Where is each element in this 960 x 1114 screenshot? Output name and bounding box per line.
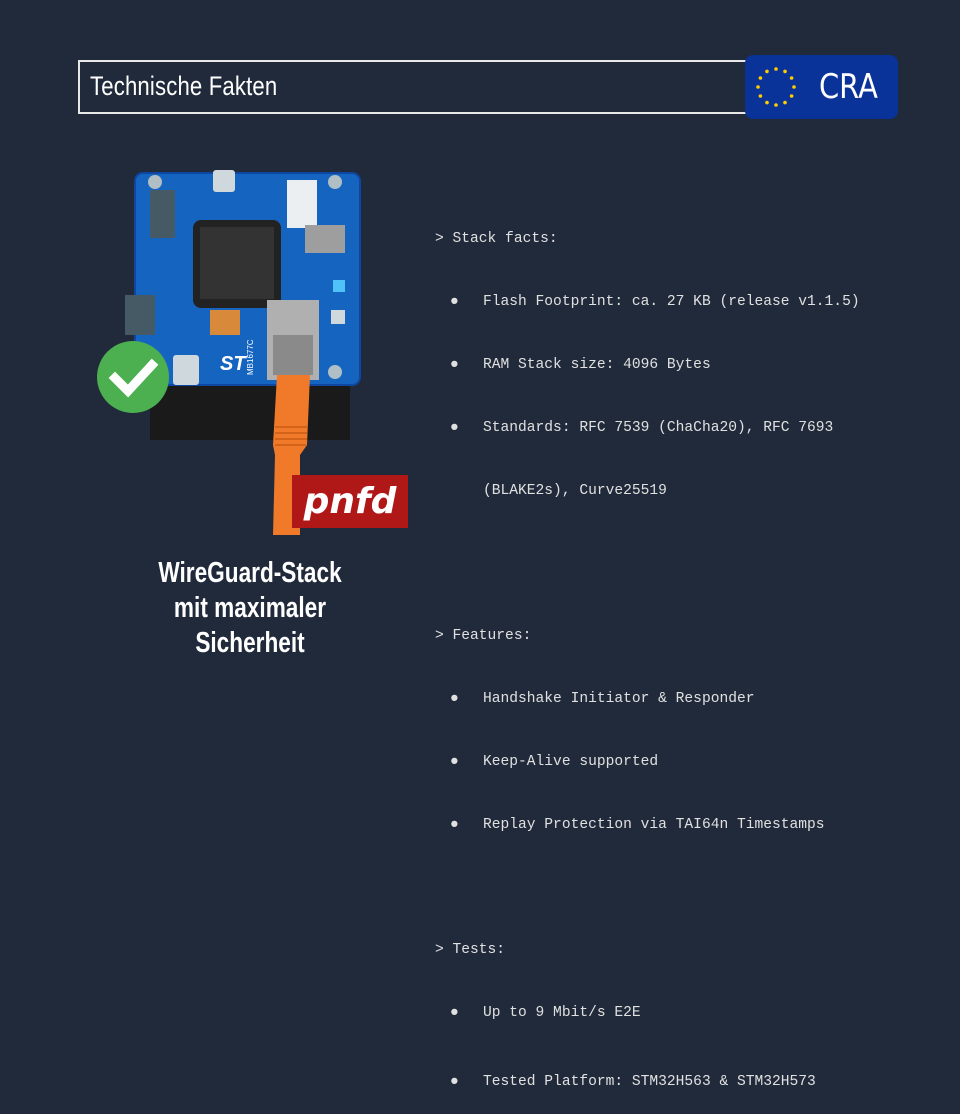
- list-item: ●Replay Protection via TAI64n Timestamps: [435, 815, 860, 836]
- bullet-icon: ●: [450, 817, 459, 833]
- svg-text:MB1677C: MB1677C: [246, 339, 255, 375]
- bullet-icon: ●: [450, 1005, 459, 1021]
- svg-text:pnfd: pnfd: [303, 481, 398, 522]
- eu-flag-icon: [756, 67, 796, 107]
- svg-text:ST: ST: [220, 353, 247, 375]
- caption-line-1: WireGuard-Stack: [158, 557, 342, 589]
- bullet-icon: ●: [450, 691, 459, 707]
- bullet-icon: ●: [450, 754, 459, 770]
- caption-line-2: mit maximaler Sicherheit: [173, 592, 327, 659]
- list-item: ●Tested Platform: STM32H563 & STM32H573: [435, 1072, 860, 1093]
- cra-label: CRA: [819, 67, 878, 107]
- list-item: ●Keep-Alive supported: [435, 752, 860, 773]
- bullet-icon: ●: [450, 294, 459, 310]
- product-image: ST MB1677C pnfd: [97, 170, 408, 535]
- pnfd-logo: pnfd: [292, 475, 408, 528]
- page-title: Technische Fakten: [90, 71, 278, 101]
- section-heading-tests: > Tests:: [435, 942, 506, 958]
- bullet-icon: ●: [450, 1074, 459, 1090]
- list-item: ●Handshake Initiator & Responder: [435, 689, 860, 710]
- list-item-continuation: (BLAKE2s), Curve25519: [483, 483, 667, 499]
- list-item: ●Up to 9 Mbit/s E2E: [435, 1003, 860, 1024]
- list-item: ●RAM Stack size: 4096 Bytes: [435, 355, 860, 376]
- bullet-icon: ●: [450, 420, 459, 436]
- section-heading-features: > Features:: [435, 628, 532, 644]
- list-item: ●Standards: RFC 7539 (ChaCha20), RFC 769…: [435, 418, 860, 439]
- title-box: Technische Fakten: [78, 60, 768, 114]
- facts-list: > Stack facts: ●Flash Footprint: ca. 27 …: [435, 187, 860, 1114]
- cra-badge: CRA: [745, 55, 898, 119]
- section-heading-stack: > Stack facts:: [435, 231, 558, 247]
- check-circle-icon: [97, 341, 169, 413]
- list-item: ●Flash Footprint: ca. 27 KB (release v1.…: [435, 292, 860, 313]
- product-caption: WireGuard-Stack mit maximaler Sicherheit: [90, 556, 410, 661]
- bullet-icon: ●: [450, 357, 459, 373]
